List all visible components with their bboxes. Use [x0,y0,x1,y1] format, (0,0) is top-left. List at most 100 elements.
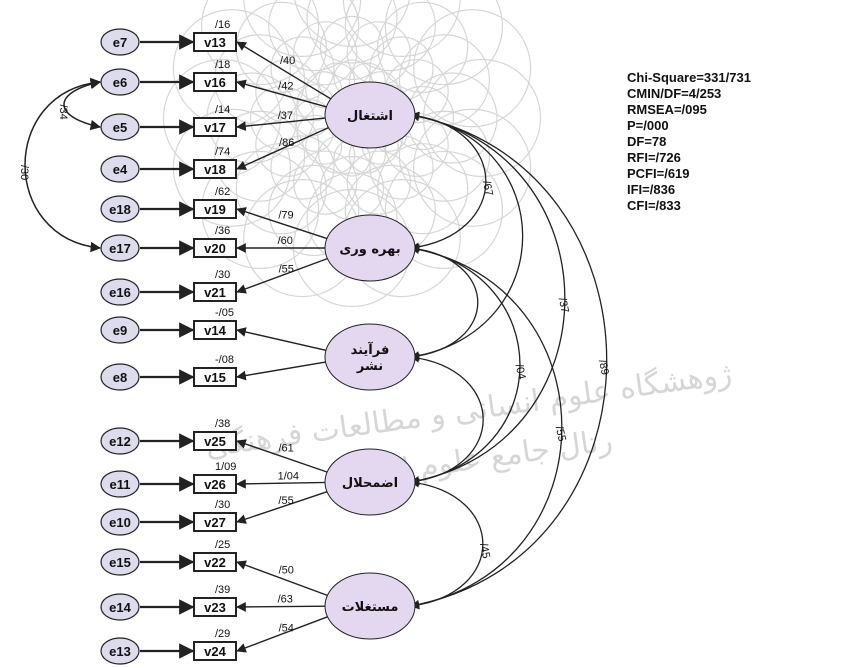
factor-loading-arrow [236,117,328,131]
indicator-box [193,32,237,52]
factor-correlation-arrow [410,112,608,609]
error-label: e8 [113,370,127,385]
r-squared-label: -/08 [215,354,234,366]
indicator-label: v25 [204,434,226,449]
factor-loading-label: /55 [278,495,293,507]
error-node [100,637,140,665]
factor-loading-label: /79 [278,210,293,222]
latent-factor-node [324,81,416,149]
error-label: e6 [113,75,127,90]
indicator-box [193,641,237,661]
watermark-rosette-petal [200,0,320,86]
fit-index-df: DF=78 [627,134,667,149]
r-squared-label: /74 [215,146,230,158]
indicator-box [193,282,237,302]
r-squared-label: /30 [215,499,230,511]
indicator-label: v23 [204,600,226,615]
latent-factor-label: اشتغال [347,109,393,124]
factor-correlation-label: /67 [480,180,495,197]
error-node [100,234,140,262]
error-node [100,278,140,306]
latent-factor-label: بهره وری [339,242,400,257]
watermark-rosette-petal [413,9,532,128]
watermark-rosette-petal [377,143,469,235]
regression-paths [140,34,333,659]
indicator-label: v26 [204,477,226,492]
r-squared-label: /29 [215,628,230,640]
indicator-box [193,72,237,92]
indicator-label: v14 [204,323,226,338]
factor-loading-arrow [236,439,330,474]
error-label: e7 [113,35,127,50]
fit-index-p: P=/000 [627,118,669,133]
indicator-label: v19 [204,202,226,217]
factor-loading-label: 1/04 [278,470,299,482]
factor-correlation-label: /55 [553,425,568,442]
error-label: e10 [109,515,131,530]
r-squared-label: 1/09 [215,461,236,473]
factor-loading-arrow [236,126,331,170]
factor-loading-arrow [236,560,330,597]
r-squared-label: -/05 [215,307,234,319]
watermark-rosette-petal [384,150,504,270]
watermark-rosette-petal [384,0,504,86]
watermark-rosette-petal [319,15,385,81]
fit-index-pcfi: PCFI=/619 [627,166,690,181]
error-node [100,508,140,536]
factor-loading-arrow [236,257,330,294]
error-label: e5 [113,120,127,135]
covariance-paths [24,77,608,610]
error-node [100,316,140,344]
indicator-box [193,320,237,340]
watermark-rosette-petal [235,1,327,93]
error-label: e15 [109,555,131,570]
indicator-box [193,431,237,451]
error-label: e4 [113,162,128,177]
r-squared-label: /18 [215,59,230,71]
factor-loading-arrow [236,79,329,109]
error-label: e12 [109,434,131,449]
indicator-box [193,552,237,572]
factor-correlation-arrow [410,111,566,486]
fit-index-chi-square: Chi-Square=331/731 [627,70,751,85]
factor-correlation-arrow [410,478,484,610]
error-node [100,28,140,56]
watermark-rosette-petal [235,143,327,235]
watermark-rosette-petal [293,150,358,215]
r-squared-label: /14 [215,104,230,116]
watermark-rosette-petal [305,127,343,165]
error-node [100,548,140,576]
watermark-rosette-petal [293,21,358,86]
factor-loading-label: /63 [278,594,293,606]
factor-loading-label: /37 [278,110,293,122]
error-covariance-label: /30 [18,165,30,180]
error-node [100,363,140,391]
factor-loading-label: /40 [280,55,295,67]
factor-correlation-label: /89 [596,359,611,376]
watermark-rosette-petal [294,0,410,48]
factor-correlation-arrow [410,244,563,610]
indicator-box [193,159,237,179]
watermark-rosette-petal [243,0,362,57]
error-node [100,427,140,455]
error-label: e13 [109,644,131,659]
factor-loading-label: /61 [278,442,293,454]
indicator-box [193,199,237,219]
fit-index-cmin-df: CMIN/DF=4/253 [627,86,722,101]
fit-index-ifi: IFI=/836 [627,182,676,197]
factor-loading-label: /54 [279,622,294,634]
r-squared-label: /16 [215,19,230,31]
watermark-rosette-petal [249,85,315,151]
factor-loading-arrow [236,615,330,653]
fit-index-rfi: RFI=/726 [627,150,681,165]
error-label: e18 [109,202,131,217]
indicator-label: v17 [204,120,226,135]
indicator-label: v16 [204,75,226,90]
indicator-box [193,474,237,494]
factor-loading-arrow [236,207,330,240]
factor-correlation-label: /04 [513,363,528,380]
factor-loading-arrow [236,41,333,101]
coefficient-labels: /34/30/67/37/89/04/55/45/40/16/42/18/37/… [18,19,611,640]
indicator-label: v18 [204,162,226,177]
